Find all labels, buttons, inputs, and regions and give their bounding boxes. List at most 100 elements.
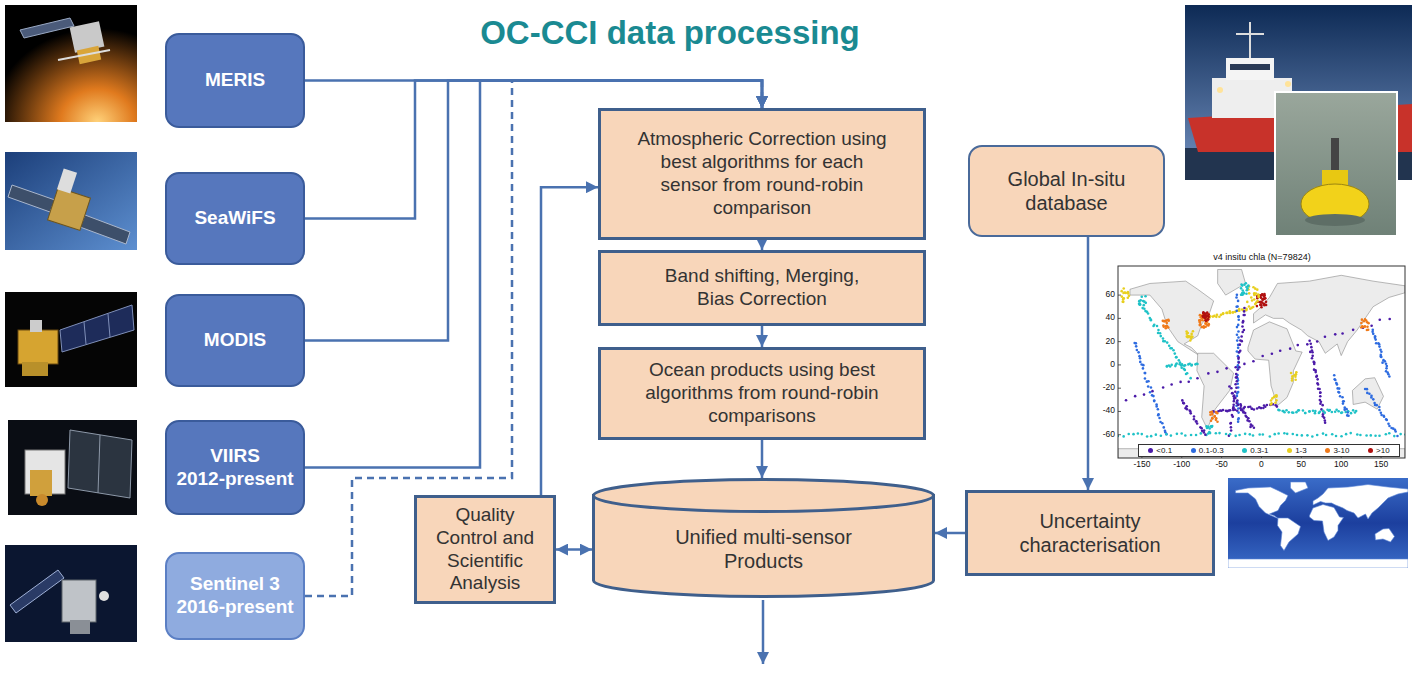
sample-dot [1226, 312, 1229, 315]
axis-tick [1118, 295, 1121, 296]
sample-dot [1229, 409, 1232, 412]
sample-dot [1213, 415, 1216, 418]
sample-dot [1314, 371, 1317, 374]
sample-dot [1237, 318, 1240, 321]
sample-dot [1385, 419, 1388, 422]
axis-tick [1118, 388, 1121, 389]
sample-dot [1143, 393, 1146, 396]
sample-dot [1235, 373, 1238, 376]
word: for [795, 151, 817, 172]
sample-dot [1138, 302, 1141, 305]
sample-dot [1183, 364, 1186, 367]
diagram-title: OC-CCI data processing [470, 14, 870, 52]
sample-dot [1136, 349, 1139, 352]
word: from [723, 174, 761, 195]
sample-dot [1205, 315, 1208, 318]
sample-dot [1253, 426, 1256, 429]
sample-dot [1184, 369, 1187, 372]
sample-dot [1374, 434, 1377, 437]
sample-dot [1347, 414, 1350, 417]
word: comparison [713, 197, 811, 218]
sample-dot [1231, 392, 1234, 395]
sample-dot [1180, 432, 1183, 435]
sample-dot [1187, 336, 1190, 339]
sample-dot [1155, 405, 1158, 408]
node-text: Atmospheric Correction using best algori… [633, 128, 891, 219]
sample-dot [1139, 303, 1142, 306]
word: Band [665, 265, 709, 286]
word: products [710, 359, 783, 380]
sample-dot [1232, 403, 1235, 406]
sample-dot [1263, 297, 1266, 300]
sample-dot [1241, 321, 1244, 324]
sample-dot [1202, 312, 1205, 315]
sample-dot [1309, 342, 1312, 345]
sample-dot [1241, 331, 1244, 334]
sample-dot [1285, 409, 1288, 412]
sample-dot [1349, 432, 1352, 435]
sample-dot [1385, 362, 1388, 365]
sample-dot [1162, 386, 1165, 389]
sample-dot [1238, 351, 1241, 354]
legend-text: 0.1-0.3 [1199, 446, 1224, 455]
sample-dot [1369, 434, 1372, 437]
sample-dot [1380, 350, 1383, 353]
sample-dot [1296, 344, 1299, 347]
sample-dot [1203, 431, 1206, 434]
sample-dot [1352, 409, 1355, 412]
sample-dot [1236, 305, 1239, 308]
sample-dot [1319, 392, 1322, 395]
word: round-robin [766, 174, 863, 195]
sample-dot [1132, 433, 1135, 436]
sample-dot [1308, 410, 1311, 413]
sample-dot [1199, 314, 1202, 317]
sample-dot [1238, 309, 1241, 312]
sample-dot [1211, 417, 1214, 420]
buoy-photo [1275, 92, 1397, 236]
node-text: MERIS [205, 69, 265, 92]
sample-dot [1385, 418, 1388, 421]
sample-dot [1275, 399, 1278, 402]
sample-dot [1236, 380, 1239, 383]
sample-dot [1375, 404, 1378, 407]
sample-dot [1201, 319, 1204, 322]
word: shifting, [714, 265, 779, 286]
sample-dot [1209, 411, 1212, 414]
sample-dot [1385, 433, 1388, 436]
sample-dot [1236, 368, 1239, 371]
sample-dot [1378, 318, 1381, 321]
map-legend: <0.10.1-0.30.3-11-33-10>10 [1138, 444, 1400, 457]
sample-dot [1164, 340, 1167, 343]
sample-dot [1325, 434, 1328, 437]
sample-dot [1388, 432, 1391, 435]
sample-dot [1260, 407, 1263, 410]
sample-dot [1190, 335, 1193, 338]
sample-dot [1237, 361, 1240, 364]
sample-dot [1243, 406, 1246, 409]
map-title: v4 insitu chla (N=79824) [1172, 253, 1352, 263]
sample-dot [1196, 422, 1199, 425]
sample-dot [1149, 391, 1152, 394]
node-text: SeaWiFS [194, 207, 275, 230]
connector [935, 532, 965, 535]
sample-dot [1322, 432, 1325, 435]
sample-dot [1139, 299, 1142, 302]
sample-dot [1316, 378, 1319, 381]
sample-dot [1183, 402, 1186, 405]
sample-dot [1234, 383, 1237, 386]
sample-dot [1186, 408, 1189, 411]
legend-text: 1-3 [1295, 446, 1307, 455]
sample-dot [1165, 433, 1168, 436]
sample-dot [1142, 364, 1145, 367]
sample-dot [1237, 315, 1240, 318]
database-cylinder: Unified multi-sensor Products [592, 478, 935, 598]
sample-dot [1337, 391, 1340, 394]
axis-tick [1118, 341, 1121, 342]
sample-dot [1374, 338, 1377, 341]
word: SeaWiFS [194, 207, 275, 228]
sample-dot [1157, 413, 1160, 416]
word: Atmospheric [637, 128, 743, 149]
sample-dot [1215, 411, 1218, 414]
sample-dot [1368, 393, 1371, 396]
sample-dot [1225, 433, 1228, 436]
